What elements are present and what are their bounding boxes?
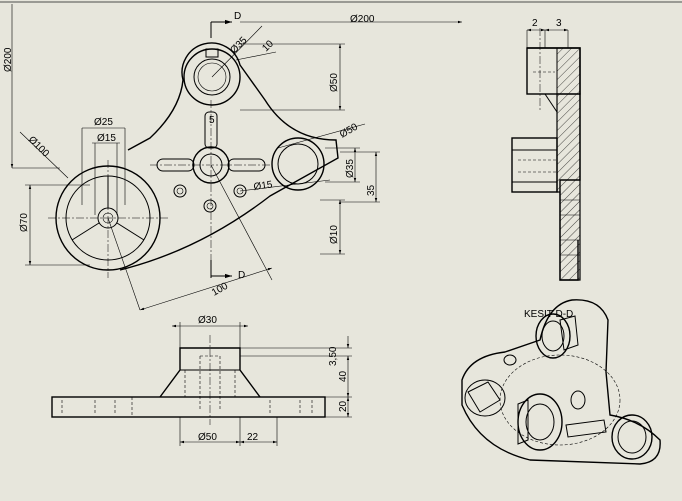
dim-phi35: Ø35 [228, 35, 249, 56]
dim-phi15-a: Ø15 [97, 133, 116, 144]
section-label-top: D [234, 11, 241, 22]
top-boss-slot [205, 48, 219, 58]
iso-top-bore [541, 320, 565, 352]
dim-r10: 10 [260, 38, 276, 54]
dim-phi50-front: Ø50 [198, 432, 217, 443]
top-view-outline [119, 42, 339, 271]
small-hole-inner [176, 187, 184, 195]
iso-hatch [467, 381, 501, 413]
iso-center-bore [525, 403, 555, 441]
iso-right-ring-inner [617, 420, 647, 454]
dim-3-5: 3,50 [328, 346, 339, 366]
iso-right-ring [611, 414, 653, 460]
dim-3: 3 [556, 18, 562, 29]
dim-22: 22 [247, 432, 259, 443]
dim-phi50-v: Ø50 [329, 73, 340, 92]
top-boss-inner [197, 62, 227, 92]
small-hole-inner [236, 187, 244, 195]
section-hub [511, 137, 558, 193]
section-label-bottom: D [238, 270, 245, 281]
small-hole [173, 184, 187, 198]
top-view: D D Ø200 Ø200 Ø35 10 Ø50 Ø25 Ø15 Ø100 [3, 4, 462, 311]
dim-phi30: Ø30 [198, 315, 217, 326]
dim-100: 100 [210, 281, 230, 299]
front-view: Ø30 Ø50 22 3,50 40 20 [51, 315, 352, 446]
dim-phi25: Ø25 [94, 117, 113, 128]
dim-phi10: Ø10 [329, 225, 340, 244]
iso-outline [461, 299, 661, 465]
dim-line-100 [139, 267, 273, 311]
front-view-base [51, 396, 326, 418]
top-boss-bore [193, 58, 231, 96]
iso-disk [464, 379, 506, 417]
isometric-section-view: KESIT D-D [461, 299, 661, 465]
dim-5: 5 [209, 115, 215, 126]
section-edge [544, 93, 558, 113]
iso-small-hole [570, 390, 586, 410]
extension-line [210, 164, 273, 281]
section-view-label: KESIT D-D [524, 309, 573, 320]
iso-small-hole [503, 354, 517, 366]
small-hole [203, 199, 217, 213]
dim-phi35-v: Ø35 [345, 159, 356, 178]
leader-r10 [235, 51, 277, 61]
right-ring-outline [271, 137, 325, 191]
extension-line [107, 217, 141, 311]
small-hole [233, 184, 247, 198]
leader-phi100 [19, 131, 69, 179]
iso-hatch [517, 399, 529, 445]
front-view-boss [159, 347, 261, 398]
iso-top-boss [535, 313, 571, 359]
section-hatch-top [556, 47, 581, 95]
section-hatch-web [556, 93, 581, 281]
dim-phi200-top: Ø200 [350, 14, 375, 25]
leader-phi50-r [277, 123, 366, 149]
leader-phi35 [211, 25, 263, 78]
dim-phi15-b: Ø15 [253, 179, 274, 193]
dim-phi100: Ø100 [26, 134, 51, 159]
dim-phi70: Ø70 [19, 213, 30, 232]
iso-hatch [559, 315, 579, 351]
section-view: 2 3 [511, 18, 581, 281]
dim-40: 40 [338, 370, 349, 382]
iso-hatch [565, 419, 607, 438]
dim-2: 2 [532, 18, 538, 29]
dim-20: 20 [338, 400, 349, 412]
leader-phi15-b [239, 179, 331, 192]
small-hole-inner [206, 202, 214, 210]
disk-rib-right [116, 222, 145, 241]
dim-phi200-left: Ø200 [3, 47, 14, 72]
iso-hidden-edge [499, 354, 621, 446]
disk-rib-left [71, 222, 100, 241]
right-ring-inner [277, 143, 319, 185]
dim-35: 35 [366, 184, 377, 196]
dim-phi50-r: Ø50 [338, 121, 360, 140]
